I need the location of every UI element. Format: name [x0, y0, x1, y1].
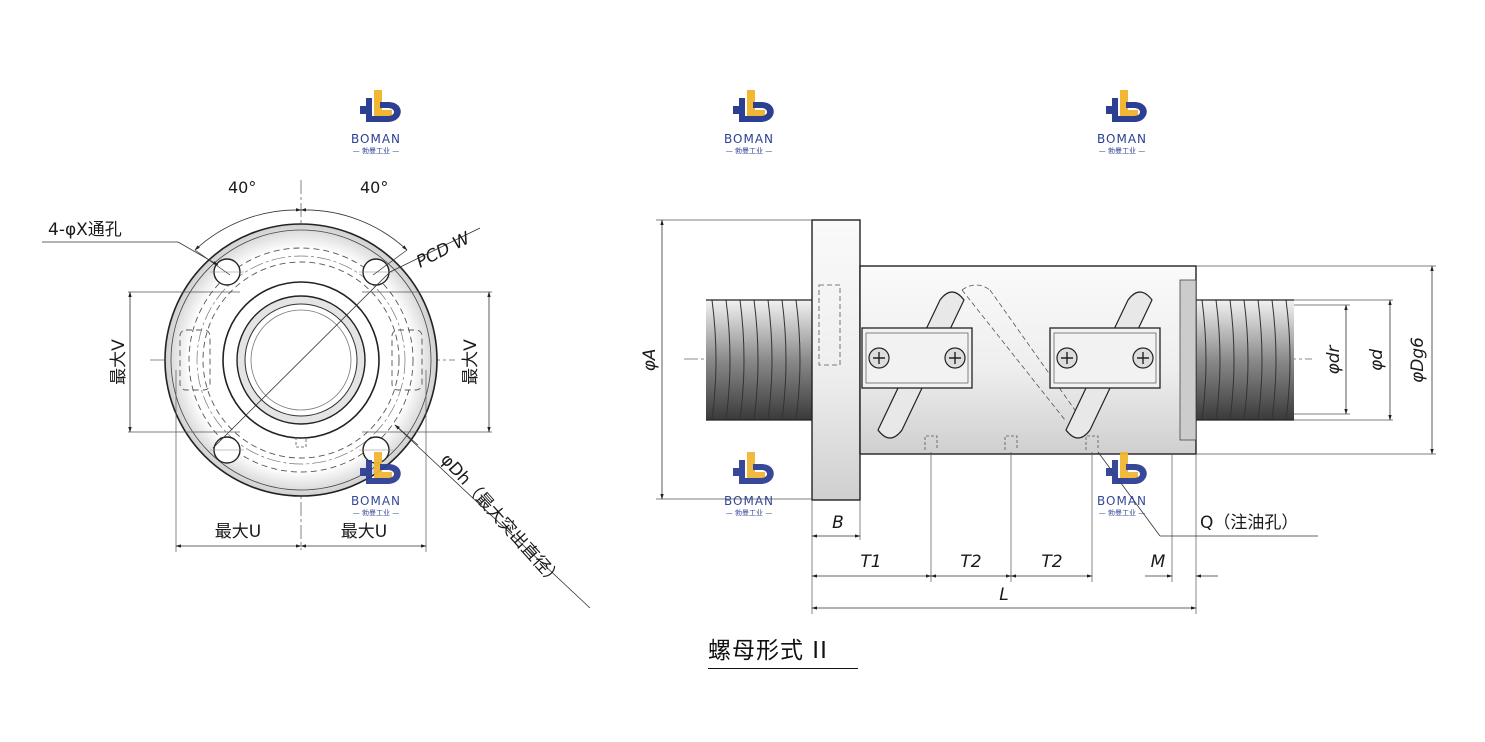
q-label: Q（注油孔）	[1200, 513, 1298, 533]
logo-subtext: — 勃曼工业 —	[1099, 508, 1145, 517]
logo-bottom-left: BOMAN — 勃曼工业 —	[351, 452, 401, 517]
logo-wordmark: BOMAN	[1097, 132, 1147, 146]
logo-subtext: — 勃曼工业 —	[353, 146, 399, 155]
t1-label: T1	[860, 552, 881, 572]
return-tube-2	[1049, 291, 1161, 439]
screw-shaft-left	[706, 299, 812, 421]
max-v-right-label: 最大V	[461, 339, 481, 385]
return-tube-1	[861, 291, 973, 439]
max-u-right-label: 最大U	[341, 522, 387, 542]
phi-a-label: φA	[640, 349, 660, 372]
flange	[811, 219, 861, 501]
bolt-hole	[359, 258, 393, 286]
logo-subtext: — 勃曼工业 —	[726, 146, 772, 155]
bolt-hole	[210, 258, 244, 286]
logo-wordmark: BOMAN	[724, 494, 774, 508]
l-label: L	[999, 585, 1008, 605]
phi-dr-label: φdr	[1324, 344, 1344, 374]
t2-label: T2	[960, 552, 981, 572]
phi-dg6-label: φDg6	[1408, 337, 1428, 383]
hole-label: 4-φX通孔	[48, 220, 122, 240]
angle-left-label: 40°	[228, 178, 256, 197]
logo-wordmark: BOMAN	[724, 132, 774, 146]
front-view: PCD W 40° 40° 4-φX通孔 最大V 最大V 最大U 最大U φDh…	[42, 178, 591, 609]
logo-subtext: — 勃曼工业 —	[1099, 146, 1145, 155]
bolt-hole	[210, 436, 244, 464]
logo-top-left: BOMAN — 勃曼工业 —	[351, 90, 401, 155]
pcd-circle	[196, 255, 406, 465]
m-label: M	[1151, 552, 1166, 572]
b-label: B	[832, 513, 844, 533]
logo-bottom-right: BOMAN — 勃曼工业 —	[1097, 452, 1147, 517]
t2-label: T2	[1041, 552, 1062, 572]
angle-right-label: 40°	[360, 178, 388, 197]
logo-top-middle: BOMAN — 勃曼工业 —	[724, 90, 774, 155]
max-u-left-label: 最大U	[215, 522, 261, 542]
side-view: φA φdr φd φDg6 B T1 T2 T2	[640, 219, 1436, 614]
logo-bottom-middle: BOMAN — 勃曼工业 —	[724, 452, 774, 517]
title-underline	[708, 668, 858, 669]
phi-d-label: φd	[1367, 349, 1387, 371]
dh-label: φDh（最大突出直径）	[436, 450, 565, 591]
logo-subtext: — 勃曼工业 —	[353, 508, 399, 517]
max-v-left-label: 最大V	[109, 339, 129, 385]
logo-subtext: — 勃曼工业 —	[726, 508, 772, 517]
pcd-label: PCD W	[413, 228, 474, 272]
logo-wordmark: BOMAN	[351, 494, 401, 508]
logo-top-right: BOMAN — 勃曼工业 —	[1097, 90, 1147, 155]
logo-wordmark: BOMAN	[351, 132, 401, 146]
screw-shaft-right	[1180, 299, 1294, 421]
bolt-hole	[359, 436, 393, 464]
drawing-title: 螺母形式 II	[708, 638, 828, 664]
logo-wordmark: BOMAN	[1097, 494, 1147, 508]
